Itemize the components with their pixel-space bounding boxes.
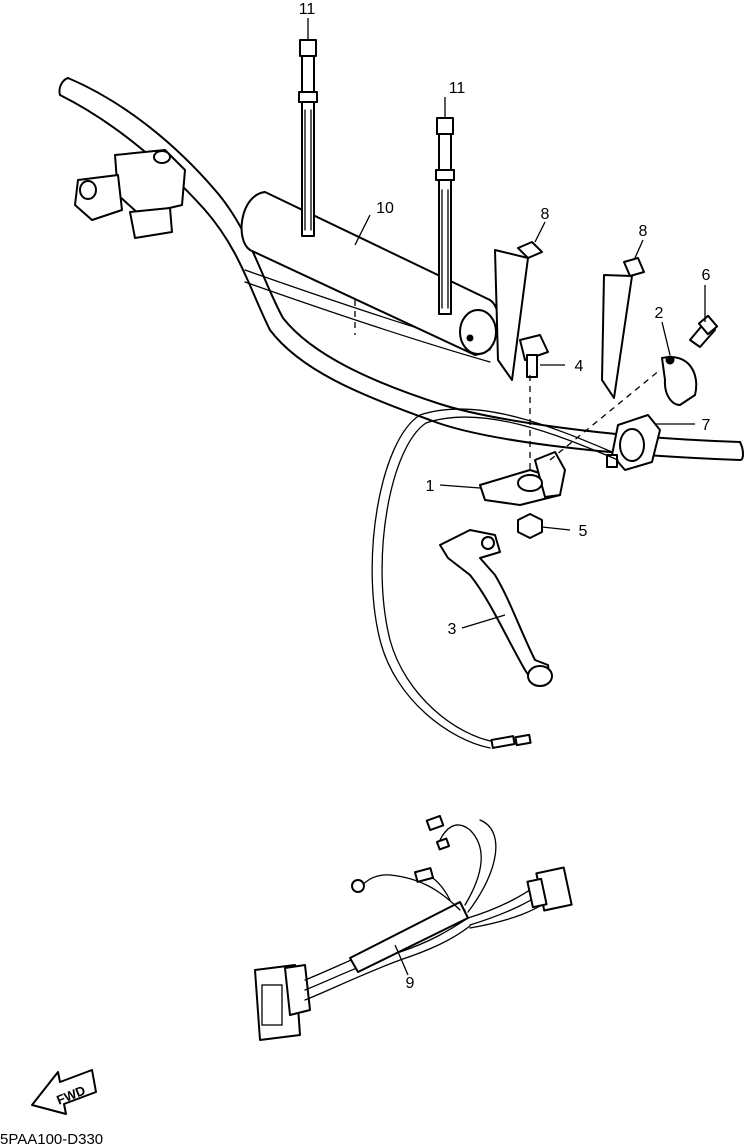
handlebar-switch bbox=[606, 414, 661, 471]
callout-1: 1 bbox=[426, 478, 435, 495]
callout-labels: 11 11 10 8 8 6 2 4 7 1 5 3 9 bbox=[299, 1, 711, 992]
switch-lead-wire bbox=[371, 408, 619, 749]
pivot-bolt bbox=[519, 334, 549, 378]
callout-10: 10 bbox=[376, 200, 394, 217]
leader-lines bbox=[307, 18, 706, 976]
callout-8a: 8 bbox=[541, 206, 550, 223]
callout-6: 6 bbox=[702, 267, 711, 284]
fwd-arrow-icon: FWD bbox=[31, 1069, 97, 1115]
cable-band-right bbox=[601, 257, 645, 399]
left-switch-block bbox=[74, 149, 186, 239]
cable-tie-right bbox=[435, 117, 455, 315]
cable-tie-left bbox=[298, 39, 318, 237]
callout-2: 2 bbox=[655, 305, 664, 322]
callout-7: 7 bbox=[702, 417, 711, 434]
lever-holder bbox=[479, 451, 566, 506]
nut bbox=[517, 513, 543, 539]
callout-8b: 8 bbox=[639, 223, 648, 240]
wire-sub-lead bbox=[254, 814, 573, 1041]
callout-9: 9 bbox=[406, 975, 415, 992]
callout-3: 3 bbox=[448, 621, 457, 638]
callout-11a: 11 bbox=[299, 1, 316, 18]
screw bbox=[689, 314, 719, 348]
clamp bbox=[661, 355, 698, 406]
callout-4: 4 bbox=[575, 358, 584, 375]
callout-5: 5 bbox=[579, 523, 588, 540]
cable-band-left bbox=[494, 241, 543, 381]
callout-11b: 11 bbox=[449, 80, 466, 97]
drawing-code: 5PAA100-D330 bbox=[0, 1131, 103, 1146]
clutch-lever bbox=[439, 529, 553, 687]
